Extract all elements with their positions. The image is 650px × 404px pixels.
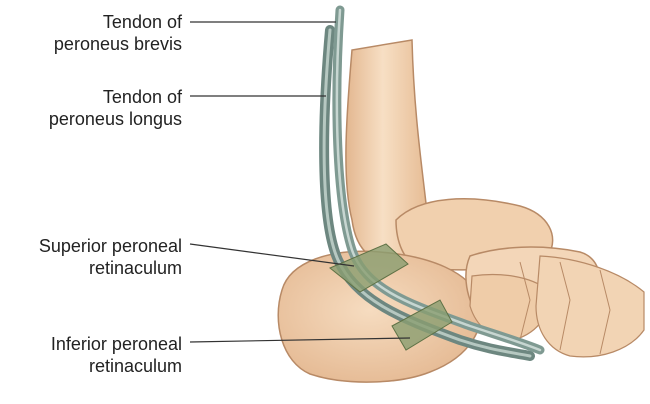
label-peroneus-brevis-line1: Tendon of: [54, 11, 182, 33]
label-peroneus-brevis: Tendon of peroneus brevis: [54, 11, 182, 55]
label-peroneus-longus-line2: peroneus longus: [49, 108, 182, 130]
label-inferior-retinaculum-line2: retinaculum: [51, 355, 182, 377]
metatarsal-bones: [536, 256, 644, 357]
label-peroneus-longus-line1: Tendon of: [49, 86, 182, 108]
label-superior-retinaculum-line1: Superior peroneal: [39, 235, 182, 257]
label-superior-retinaculum: Superior peroneal retinaculum: [39, 235, 182, 279]
label-superior-retinaculum-line2: retinaculum: [39, 257, 182, 279]
label-peroneus-longus: Tendon of peroneus longus: [49, 86, 182, 130]
label-inferior-retinaculum: Inferior peroneal retinaculum: [51, 333, 182, 377]
label-inferior-retinaculum-line1: Inferior peroneal: [51, 333, 182, 355]
label-peroneus-brevis-line2: peroneus brevis: [54, 33, 182, 55]
